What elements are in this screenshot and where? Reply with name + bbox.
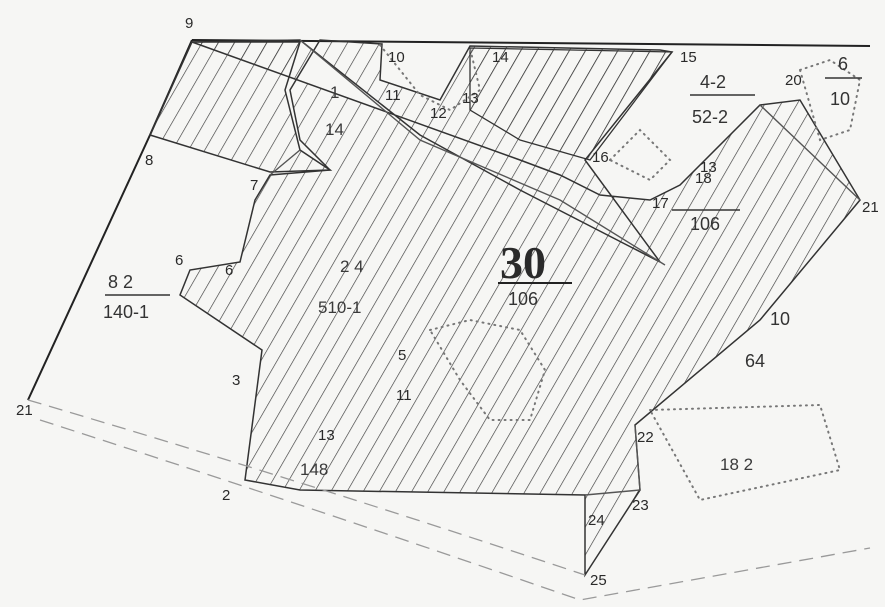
parcel-center-bottom: 510-1 — [318, 298, 361, 317]
point-2: 2 — [222, 487, 230, 504]
road-curve-lower — [39, 419, 871, 601]
parcel-lower-top: 13 — [318, 427, 335, 444]
point-23: 23 — [632, 497, 649, 514]
point-20: 20 — [785, 72, 802, 89]
parcel-corner-top: 6 — [838, 54, 848, 74]
boundary-line-left — [27, 39, 193, 401]
point-11: 11 — [385, 87, 401, 104]
point-6b: 6 — [225, 262, 233, 279]
point-15: 15 — [680, 49, 697, 66]
point-25: 25 — [590, 572, 607, 589]
parcel-mid-small-bottom: 11 — [396, 387, 412, 404]
parcel-main-area: 106 — [508, 289, 538, 309]
point-24: 24 — [588, 512, 605, 529]
parcel-upper-left-bottom: 14 — [325, 120, 344, 139]
parcel-main-number: 30 — [500, 237, 546, 288]
parcel-top-right-top: 4-2 — [700, 72, 726, 92]
point-21a: 21 — [16, 402, 33, 419]
dotted-outline-lower-right — [648, 403, 842, 502]
point-18: 18 — [695, 170, 712, 187]
interior-line-diagonal — [299, 39, 666, 266]
point-3: 3 — [232, 372, 240, 389]
parcel-right-mid-bottom: 106 — [690, 214, 720, 234]
point-17: 17 — [652, 195, 669, 212]
dotted-outline-right — [608, 128, 672, 182]
parcel-top-right-bottom: 52-2 — [692, 107, 728, 127]
parcel-right-bottom: 64 — [745, 351, 765, 371]
parcel-left-top: 8 2 — [108, 272, 133, 292]
dotted-outline-center — [428, 318, 547, 421]
parcel-upper-left-top: 1 — [330, 83, 339, 102]
dotted-outline-corner — [798, 58, 862, 142]
dotted-outline-top — [379, 44, 482, 112]
parcel-corner-bottom: 10 — [830, 89, 850, 109]
hatched-parcel-upper-left — [148, 41, 333, 173]
interior-line-left — [269, 149, 301, 176]
point-12: 12 — [430, 105, 447, 122]
interior-line-right — [759, 104, 861, 201]
parcel-right-top: 10 — [770, 309, 790, 329]
road-curve-upper — [27, 399, 586, 576]
parcel-lower-right: 18 2 — [720, 455, 753, 474]
point-8: 8 — [145, 152, 153, 169]
point-16: 16 — [592, 149, 609, 166]
point-22: 22 — [637, 429, 654, 446]
point-21b: 21 — [862, 199, 879, 216]
hatched-parcel-top-strip — [469, 47, 674, 161]
point-14: 14 — [492, 49, 509, 66]
parcel-left-bottom: 140-1 — [103, 302, 149, 322]
point-10: 10 — [388, 49, 405, 66]
point-6a: 6 — [175, 252, 183, 269]
point-9: 9 — [185, 15, 193, 32]
point-13: 13 — [462, 90, 479, 107]
parcel-right-mid-top: 13 — [700, 159, 717, 176]
parcel-lower-bottom: 148 — [300, 460, 328, 479]
parcel-mid-small-top: 5 — [398, 347, 406, 364]
parcel-center-top: 2 4 — [340, 257, 364, 276]
boundary-line-top — [191, 39, 871, 47]
interior-line-step — [584, 424, 641, 496]
point-7: 7 — [250, 177, 258, 194]
